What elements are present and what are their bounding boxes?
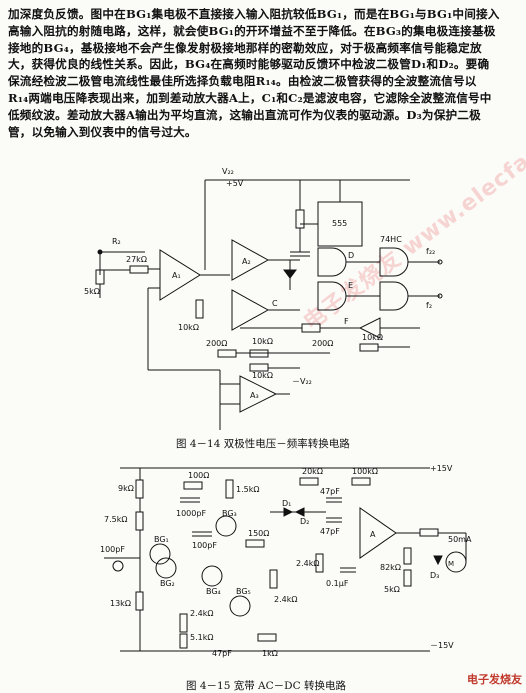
svg-text:E: E (348, 281, 353, 290)
svg-text:10kΩ: 10kΩ (252, 371, 273, 380)
svg-text:D: D (348, 251, 354, 260)
svg-text:100pF: 100pF (100, 545, 125, 554)
svg-text:100kΩ: 100kΩ (352, 467, 378, 476)
svg-text:5kΩ: 5kΩ (84, 287, 100, 296)
svg-text:BG₂: BG₂ (160, 579, 175, 588)
svg-text:9kΩ: 9kΩ (118, 484, 134, 493)
svg-text:100pF: 100pF (192, 541, 217, 550)
text-line: 接地的BG₄，基极接地不会产生像发射极接地那样的密勒效应，对于极高频率信号能稳定… (8, 40, 482, 55)
figure-2-caption: 图 4－15 宽带 AC－DC 转换电路 (186, 680, 346, 692)
vcc-label: V₂₂ (222, 167, 234, 176)
svg-text:1.5kΩ: 1.5kΩ (236, 485, 259, 494)
svg-text:BG₅: BG₅ (236, 587, 251, 596)
svg-text:D₂: D₂ (300, 517, 309, 526)
svg-text:74HC: 74HC (380, 235, 402, 244)
svg-text:R₂: R₂ (112, 237, 121, 246)
svg-text:A₂: A₂ (242, 257, 251, 266)
svg-text:27kΩ: 27kΩ (126, 255, 147, 264)
text-line: 大，获得优良的线性关系。因此，BG₄在高频时能够驱动反馈环中检波二极管D₁和D₂… (8, 57, 490, 72)
svg-text:82kΩ: 82kΩ (380, 563, 401, 572)
svg-text:100Ω: 100Ω (188, 471, 209, 480)
svg-text:A₁: A₁ (172, 271, 181, 280)
transistor-bg5 (229, 595, 251, 617)
svg-text:200Ω: 200Ω (206, 339, 227, 348)
text-line: 低频纹波。差动放大器A输出为平均直流，这输出直流可作为仪表的驱动源。D₃为保护二… (8, 107, 481, 122)
opamp-a-bottom (239, 375, 278, 413)
svg-text:13kΩ: 13kΩ (110, 599, 131, 608)
svg-text:D₁: D₁ (282, 499, 291, 508)
svg-text:0.1μF: 0.1μF (326, 579, 349, 588)
svg-text:1000pF: 1000pF (176, 509, 206, 518)
svg-text:200Ω: 200Ω (312, 339, 333, 348)
svg-text:47pF: 47pF (320, 527, 340, 536)
svg-text:－15V: －15V (430, 641, 454, 650)
svg-text:47pF: 47pF (320, 487, 340, 496)
svg-text:7.5kΩ: 7.5kΩ (104, 515, 127, 524)
svg-text:10kΩ: 10kΩ (362, 333, 383, 342)
transistor-bg2 (155, 557, 177, 579)
svg-text:5kΩ: 5kΩ (384, 585, 400, 594)
transistor-bg3 (215, 515, 237, 537)
svg-text:－V₂₂: －V₂₂ (292, 377, 312, 386)
svg-text:D₃: D₃ (430, 571, 439, 580)
circuit-diagram-2: +15V －15V 9kΩ 7.5kΩ 13kΩ 100pF BG₁ BG₂ B… (100, 464, 472, 658)
figure-2: +15V －15V 9kΩ 7.5kΩ 13kΩ 100pF BG₁ BG₂ B… (0, 458, 526, 692)
svg-text:47pF: 47pF (212, 649, 232, 658)
svg-text:M: M (448, 560, 454, 568)
svg-text:BG₁: BG₁ (154, 535, 169, 544)
text-line: 保流经检波二极管电流线性最佳所选择负载电阻R₁₄。由检波二极管获得的全波整流信号… (8, 74, 477, 89)
svg-text:150Ω: 150Ω (248, 529, 269, 538)
svg-text:1kΩ: 1kΩ (262, 649, 278, 658)
svg-text:555: 555 (332, 219, 347, 228)
svg-text:A₃: A₃ (250, 391, 259, 400)
svg-text:A: A (370, 530, 376, 539)
text-line: 加深度负反馈。图中在BG₁集电极不直接接入输入阻抗较低BG₁，而是在BG₁与BG… (8, 7, 500, 21)
svg-text:f₂₂: f₂₂ (426, 247, 435, 256)
svg-text:2.4kΩ: 2.4kΩ (296, 559, 319, 568)
opamp-a3 (231, 289, 270, 331)
svg-text:10kΩ: 10kΩ (178, 323, 199, 332)
transistor-bg1 (149, 543, 171, 565)
text-line: R₁₄两端电压降表现出来，加到差动放大器A上，C₁和C₂是滤波电容，它滤除全波整… (8, 90, 492, 105)
gate-d (317, 247, 347, 277)
plus5-label: +5V (226, 179, 244, 188)
body-text: 加深度负反馈。图中在BG₁集电极不直接接入输入阻抗较低BG₁，而是在BG₁与BG… (8, 6, 520, 140)
svg-text:10kΩ: 10kΩ (252, 337, 273, 346)
text-line: 管，以免输入到仪表中的信号过大。 (8, 124, 197, 139)
opamp-a2 (231, 239, 270, 281)
svg-text:20kΩ: 20kΩ (302, 467, 323, 476)
svg-text:2.4kΩ: 2.4kΩ (190, 609, 213, 618)
svg-text:50mA: 50mA (448, 535, 472, 544)
svg-text:+15V: +15V (430, 464, 453, 473)
svg-text:C: C (272, 299, 278, 308)
svg-text:2.4kΩ: 2.4kΩ (274, 595, 297, 604)
transistor-bg4 (201, 565, 223, 587)
svg-text:BG₃: BG₃ (222, 509, 237, 518)
figure-1: V₂₂ +5V 555 R₂ 27kΩ 5kΩ A₁ 10kΩ A₂ (0, 140, 526, 460)
site-logo: 电子发烧友 (467, 673, 522, 686)
svg-text:BG₄: BG₄ (206, 587, 221, 596)
circuit-diagram-1: V₂₂ +5V 555 R₂ 27kΩ 5kΩ A₁ 10kΩ A₂ (84, 167, 443, 430)
svg-text:F: F (344, 317, 349, 326)
opamp-a (359, 507, 397, 559)
svg-text:5.1kΩ: 5.1kΩ (190, 633, 213, 642)
figure-1-caption: 图 4－14 双极性电压－频率转换电路 (176, 438, 350, 450)
gate-e (317, 281, 347, 311)
svg-text:f₂: f₂ (426, 301, 432, 310)
opamp-a1 (159, 249, 201, 301)
text-line: 高输入阻抗的射随电路，这样，就会使BG₁的开环增益不至于降低。在BG₃的集电极连… (8, 23, 496, 38)
